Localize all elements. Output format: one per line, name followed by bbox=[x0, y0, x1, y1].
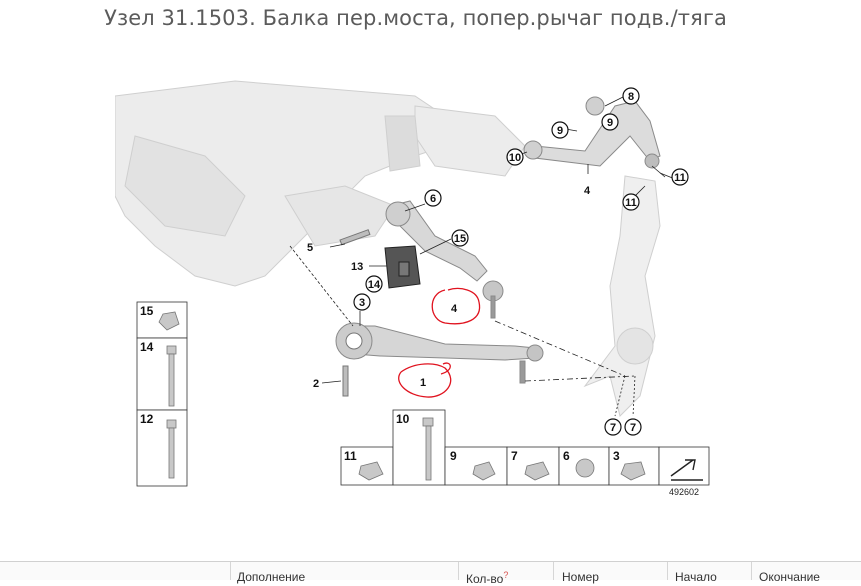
legend-bottom-labels: 11 10 9 7 6 3 bbox=[344, 412, 620, 463]
callout-3: 3 bbox=[359, 297, 365, 309]
column-header-quantity[interactable]: Кол-во? bbox=[466, 570, 508, 586]
legend-11: 11 bbox=[344, 449, 357, 463]
callout-9: 8 bbox=[628, 91, 634, 103]
callout-11: 10 bbox=[509, 152, 521, 164]
diagram-svg: 6 15 3 14 8 9 9 10 11 11 7 7 5 13 2 4 4 … bbox=[115, 80, 710, 497]
callout-10: 9 bbox=[607, 117, 613, 129]
legend-10: 10 bbox=[396, 412, 410, 426]
legend-left-column bbox=[136, 301, 188, 487]
legend-15: 15 bbox=[140, 304, 154, 318]
callout-circle-labels: 6 15 3 14 8 9 9 10 11 11 7 7 bbox=[359, 91, 686, 434]
column-divider bbox=[751, 562, 752, 580]
legend-6: 6 bbox=[563, 449, 570, 463]
legend-7: 7 bbox=[511, 449, 518, 463]
parts-diagram[interactable]: 6 15 3 14 8 9 9 10 11 11 7 7 5 13 2 4 4 … bbox=[115, 76, 715, 500]
callout-circles bbox=[353, 87, 689, 436]
subframe-illustration bbox=[115, 80, 526, 287]
callout-15: 15 bbox=[454, 233, 466, 245]
page-title: Узел 31.1503. Балка пер.моста, попер.рыч… bbox=[104, 6, 727, 30]
help-icon[interactable]: ? bbox=[503, 570, 509, 580]
handwritten-annotations bbox=[398, 287, 481, 398]
column-divider bbox=[458, 562, 459, 580]
callout-12: 11 bbox=[674, 172, 686, 184]
bushing bbox=[384, 245, 421, 289]
column-divider bbox=[553, 562, 554, 580]
plain-callouts: 5 13 2 4 4 1 bbox=[307, 185, 591, 390]
callout-5: 5 bbox=[307, 242, 313, 254]
legend-bottom-parts bbox=[358, 417, 646, 481]
callout-7b: 7 bbox=[630, 422, 636, 434]
callout-13: 13 bbox=[351, 261, 363, 273]
column-header-end[interactable]: Окончание bbox=[759, 570, 820, 584]
legend-left-labels: 15 14 12 bbox=[140, 304, 154, 426]
upper-wishbone bbox=[523, 96, 661, 169]
legend-3: 3 bbox=[613, 449, 620, 463]
legend-9: 9 bbox=[450, 449, 457, 463]
legend-left-parts bbox=[158, 311, 180, 479]
column-header-start[interactable]: Начало bbox=[675, 570, 717, 584]
bolt-illustrations bbox=[339, 229, 371, 397]
legend-14: 14 bbox=[140, 340, 154, 354]
callout-6: 6 bbox=[430, 193, 436, 205]
lower-wishbone bbox=[335, 322, 544, 384]
arrow-icon bbox=[670, 459, 703, 481]
column-header-quantity-label: Кол-во bbox=[466, 572, 504, 586]
legend-12: 12 bbox=[140, 412, 154, 426]
callout-1: 1 bbox=[420, 377, 426, 389]
column-header-addition[interactable]: Дополнение bbox=[237, 570, 306, 584]
callout-7: 7 bbox=[610, 422, 616, 434]
column-header-number[interactable]: Номер bbox=[562, 570, 599, 584]
callout-8: 4 bbox=[584, 185, 591, 197]
parts-table-header: Дополнение Кол-во? Номер Начало Окончани… bbox=[0, 561, 861, 586]
column-divider bbox=[667, 562, 668, 580]
column-divider bbox=[230, 562, 231, 580]
tension-strut bbox=[385, 200, 504, 319]
callout-10b: 9 bbox=[557, 125, 563, 137]
callout-14: 14 bbox=[368, 279, 381, 291]
reference-number: 492602 bbox=[669, 487, 699, 497]
knuckle-illustration bbox=[583, 175, 661, 417]
callout-4: 4 bbox=[451, 303, 458, 315]
callout-11b: 11 bbox=[625, 197, 637, 209]
callout-2: 2 bbox=[313, 378, 319, 390]
